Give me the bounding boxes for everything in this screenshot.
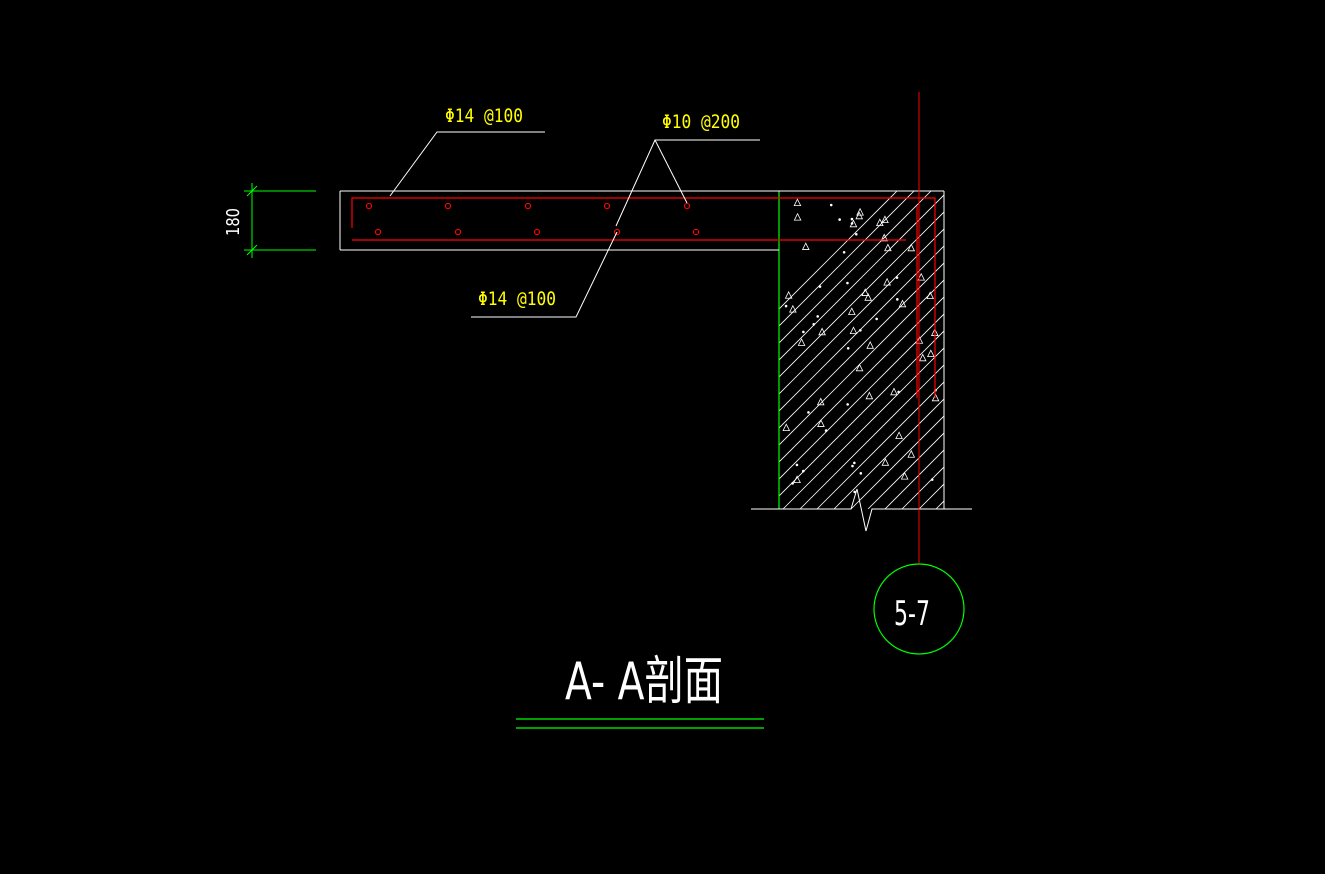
wall-hatch-pattern xyxy=(779,191,944,509)
bar-dot xyxy=(613,228,621,236)
bar-dot xyxy=(603,202,611,210)
section-title: A- A剖面 xyxy=(565,652,723,712)
bar-dot xyxy=(533,228,541,236)
top-bar-label: Φ14 @100 xyxy=(445,105,523,127)
axis-marker-circle xyxy=(873,563,965,655)
dimension-tick-bottom xyxy=(246,244,258,256)
leader-lines xyxy=(389,131,760,318)
bar-dot xyxy=(683,202,691,210)
bar-dot xyxy=(454,228,462,236)
concrete-wall xyxy=(778,191,945,509)
leader-distribution-bar xyxy=(615,139,760,227)
slab-outline xyxy=(339,190,944,251)
leader-top-bar xyxy=(389,131,545,197)
leader-distribution-bar-branch xyxy=(654,139,688,204)
thickness-dimension xyxy=(244,183,316,258)
bar-dot xyxy=(374,228,382,236)
bar-dot xyxy=(692,228,700,236)
distribution-bars-top xyxy=(365,202,691,210)
bar-dot xyxy=(524,202,532,210)
axis-marker-label: 5-7 xyxy=(894,594,930,634)
slab-top-rebar xyxy=(351,197,936,398)
bar-dot xyxy=(444,202,452,210)
ground-break-line xyxy=(751,488,972,532)
thickness-dimension-label: 180 xyxy=(223,208,244,236)
distribution-bars-bottom xyxy=(374,228,700,236)
bar-dot xyxy=(365,202,373,210)
dimension-tick-top xyxy=(246,185,258,197)
distribution-bar-label: Φ10 @200 xyxy=(662,111,740,133)
leader-bottom-bar xyxy=(471,231,618,318)
bottom-bar-label: Φ14 @100 xyxy=(478,288,556,310)
